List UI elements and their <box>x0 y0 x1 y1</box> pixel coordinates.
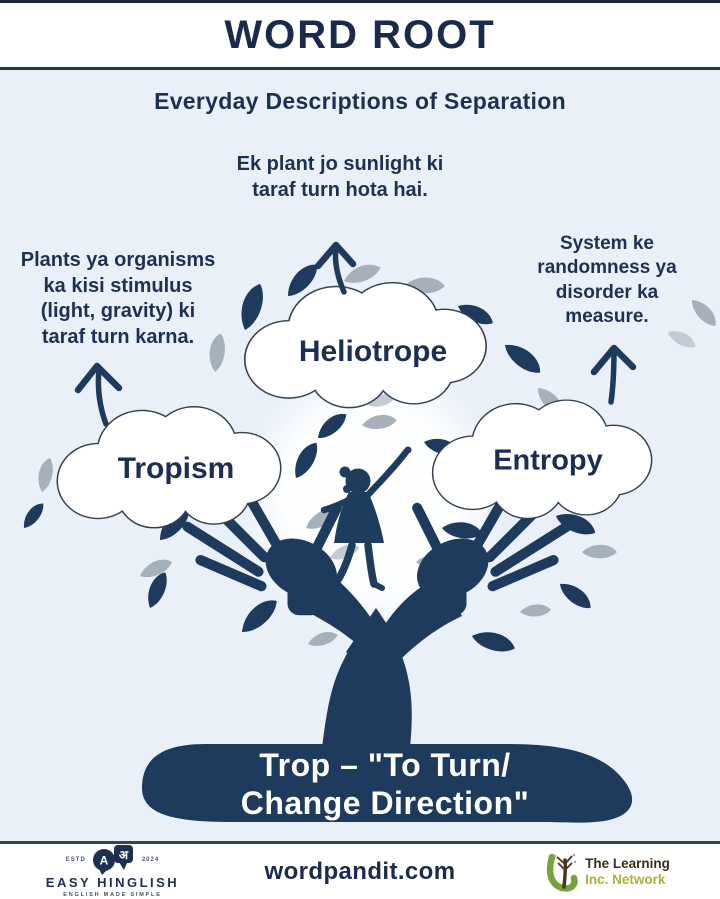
easy-hinglish-logo: ESTD अ A 2024 EASY HINGLISH ENGLISH MADE… <box>45 844 180 899</box>
learning-network-logo: The Learning Inc. Network <box>545 852 670 892</box>
description-line: ka kisi stimulus <box>43 274 193 297</box>
description-line: randomness ya <box>537 257 677 279</box>
description-heliotrope: Ek plant jo sunlight ki taraf turn hota … <box>200 152 480 203</box>
description-entropy: System ke randomness ya disorder ka meas… <box>498 232 716 329</box>
learning-tree-icon <box>547 853 578 892</box>
child-silhouette-icon <box>320 446 412 591</box>
description-line: disorder ka <box>555 281 659 303</box>
up-arrow-icon <box>74 362 123 394</box>
cloud-label-entropy: Entropy <box>493 444 603 477</box>
up-arrow-icon <box>608 347 617 405</box>
description-line: Ek plant jo sunlight ki <box>236 153 444 175</box>
description-tropism: Plants ya organisms ka kisi stimulus (li… <box>2 248 234 350</box>
brand-name: EASY HINGLISH <box>45 874 180 890</box>
svg-text:A: A <box>99 853 108 867</box>
description-line: taraf turn hota hai. <box>252 178 428 201</box>
cloud-label-heliotrope: Heliotrope <box>298 335 448 368</box>
description-line: Plants ya organisms <box>20 249 216 271</box>
website-url: wordpandit.com <box>264 857 456 885</box>
root-meaning: Trop – "To Turn/ Change Direction" <box>150 746 620 822</box>
svg-text:अ: अ <box>119 848 129 862</box>
top-border <box>0 0 720 3</box>
description-line: measure. <box>565 305 649 327</box>
partner-name-line2: Inc. Network <box>585 871 666 887</box>
up-arrow-icon <box>95 366 109 427</box>
up-arrow-icons <box>74 241 637 427</box>
up-arrow-icon <box>332 245 347 295</box>
brand-tagline: ENGLISH MADE SIMPLE <box>63 892 162 899</box>
right-hand-icon <box>412 468 572 616</box>
description-line: System ke <box>559 233 654 254</box>
up-arrow-icon <box>590 344 637 376</box>
page-title: WORD ROOT <box>224 12 496 57</box>
cloud-label-tropism: Tropism <box>117 452 235 485</box>
header: WORD ROOT <box>0 3 720 67</box>
brand-estd: ESTD <box>65 856 86 863</box>
header-divider <box>0 67 720 70</box>
up-arrow-icon <box>314 241 357 270</box>
description-line: taraf turn karna. <box>41 325 195 348</box>
description-line: (light, gravity) ki <box>40 300 196 323</box>
root-meaning-line: Trop – "To Turn/ <box>259 747 511 783</box>
partner-name-line1: The Learning <box>585 855 670 871</box>
root-banner-shape <box>142 744 633 823</box>
footer: ESTD अ A 2024 EASY HINGLISH ENGLISH MADE… <box>0 841 720 899</box>
brand-year: 2024 <box>141 856 160 863</box>
speech-bubbles-icon: अ A <box>92 844 133 875</box>
subtitle: Everyday Descriptions of Separation <box>154 88 566 114</box>
root-meaning-line: Change Direction" <box>240 785 530 821</box>
